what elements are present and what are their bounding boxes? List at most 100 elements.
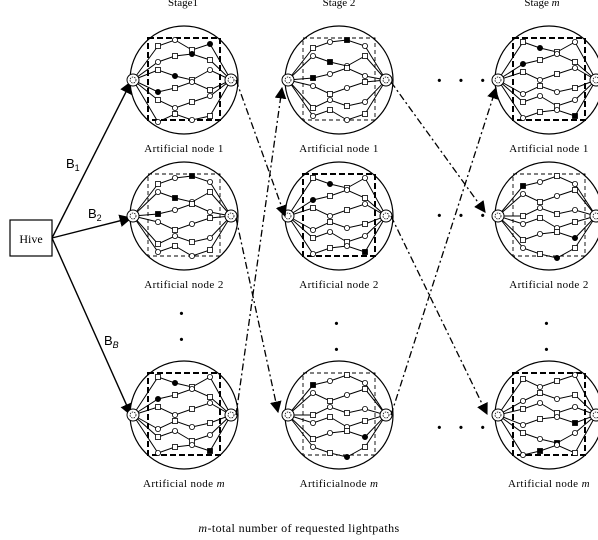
node-lightpath	[497, 79, 597, 95]
node-vertex-square	[189, 201, 195, 207]
node-dashed-frame	[302, 173, 376, 257]
node-vertex-square	[310, 412, 316, 418]
node-vertex-square	[155, 181, 161, 187]
node-sink-terminal	[589, 209, 598, 223]
node-vertex-square	[327, 398, 333, 404]
node-source-terminal	[491, 209, 505, 223]
node-vertex-square	[520, 69, 526, 75]
node-lightpath	[132, 191, 232, 217]
node-vertex-circle	[326, 228, 333, 235]
node-lightpath	[287, 79, 387, 95]
node-lightpath	[132, 69, 232, 81]
node-lightpath	[132, 414, 232, 442]
node-vertex-circle	[361, 405, 368, 412]
node-vertex-circle	[171, 411, 178, 418]
node-vertex-circle	[361, 73, 368, 80]
node-vertex-square	[207, 189, 213, 195]
node-vertex-square	[310, 175, 316, 181]
node-lightpath	[132, 203, 232, 217]
node-sink-terminal	[224, 209, 238, 223]
artificial-node: Artificial node 2	[281, 161, 394, 291]
node-vertex-circle	[361, 232, 368, 239]
node-vertex-circle	[343, 85, 350, 92]
node-vertex-circle	[554, 192, 561, 199]
node-vertex-square	[537, 448, 543, 454]
node-lightpath	[132, 414, 232, 454]
node-vertex-circle	[520, 451, 527, 458]
node-circle	[284, 161, 394, 271]
node-terminal-core	[382, 212, 390, 220]
node-vertex-circle	[572, 65, 579, 72]
node-label: Artificial node m	[143, 478, 225, 490]
node-vertex-circle	[361, 43, 368, 50]
node-vertex-circle	[309, 443, 316, 450]
node-vertex-circle	[309, 53, 316, 60]
node-vertex-square	[172, 392, 178, 398]
node-vertex-square	[537, 251, 543, 257]
node-source-terminal	[491, 73, 505, 87]
node-vertex-circle	[572, 39, 579, 46]
node-vertex-square	[310, 205, 316, 211]
node-lightpath	[497, 189, 597, 217]
node-vertex-square	[554, 378, 560, 384]
node-sink-terminal	[224, 408, 238, 422]
node-lightpath	[132, 388, 232, 416]
node-vertex-square	[155, 404, 161, 410]
node-vertex-circle	[361, 433, 368, 440]
node-vertex-square	[362, 418, 368, 424]
node-vertex-circle	[572, 234, 579, 241]
hive-arrows	[51, 80, 133, 417]
node-terminal-core	[284, 411, 292, 419]
node-vertex-square	[207, 420, 213, 426]
node-terminal-core	[592, 411, 598, 419]
node-vertex-circle	[309, 83, 316, 90]
node-vertex-square	[520, 183, 526, 189]
node-vertex-square	[310, 105, 316, 111]
node-vertex-circle	[154, 248, 161, 255]
node-vertex-square	[155, 374, 161, 380]
branch-labels: B1 B2 BB	[66, 156, 119, 350]
node-sink-terminal	[379, 73, 393, 87]
node-label: Artificialnode m	[300, 478, 379, 490]
node-vertex-circle	[154, 59, 161, 66]
node-vertex-circle	[343, 242, 350, 249]
node-vertex-circle	[154, 425, 161, 432]
node-vertex-square	[155, 67, 161, 73]
figure-caption: m-total number of requested lightpaths	[198, 521, 399, 535]
node-terminal-core	[382, 411, 390, 419]
node-lightpath	[287, 55, 387, 81]
node-vertex-circle	[537, 230, 544, 237]
node-lightpath	[497, 67, 597, 81]
node-vertex-square	[344, 372, 350, 378]
node-lightpath	[497, 175, 597, 217]
node-vertex-circle	[171, 73, 178, 80]
node-vertex-circle	[537, 399, 544, 406]
node-lightpath	[497, 79, 597, 107]
node-label: Artificial node 1	[299, 143, 379, 155]
node-vertex-square	[189, 173, 195, 179]
branch-label-bb: BB	[104, 333, 119, 350]
node-vertex-circle	[188, 79, 195, 86]
node-vertex-circle	[206, 93, 213, 100]
stage-2-label: Stage 2	[323, 0, 356, 9]
node-lightpath	[132, 376, 232, 416]
node-vertex-circle	[554, 441, 561, 448]
node-vertex-square	[554, 173, 560, 179]
node-vertex-square	[172, 243, 178, 249]
ellipsis-col-2: ·	[333, 313, 345, 335]
node-vertex-circle	[537, 435, 544, 442]
node-vertex-circle	[520, 397, 527, 404]
node-vertex-square	[520, 213, 526, 219]
node-lightpath	[497, 53, 597, 81]
node-label: Artificial node 2	[509, 279, 589, 291]
node-vertex-circle	[171, 232, 178, 239]
node-vertex-square	[327, 91, 333, 97]
node-vertex-square	[155, 43, 161, 49]
node-vertex-square	[327, 193, 333, 199]
node-vertex-square	[207, 215, 213, 221]
node-vertex-square	[537, 83, 543, 89]
node-vertex-circle	[171, 37, 178, 44]
node-lightpath	[132, 402, 232, 416]
node-vertex-square	[207, 87, 213, 93]
node-vertex-square	[537, 199, 543, 205]
